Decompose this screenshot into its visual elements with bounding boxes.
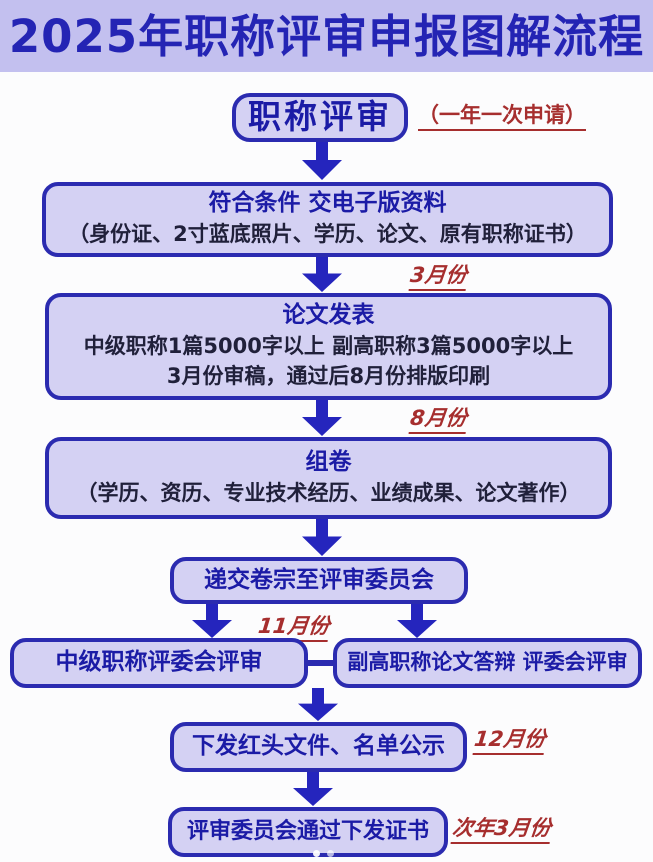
flow-node-submit-dossier-title: 递交卷宗至评审委员会	[204, 566, 434, 593]
annotation-march: 3月份	[408, 263, 469, 292]
flow-arrow-down-icon	[302, 519, 342, 556]
flow-arrow-down-icon	[293, 772, 333, 806]
flow-node-intermediate-review-title: 中级职称评委会评审	[55, 649, 263, 676]
flow-node-paper-publication-line1: 中级职称1篇5000字以上 副高职称3篇5000字以上	[83, 334, 574, 358]
flow-node-paper-publication-line2: 3月份审稿，通过后8月份排版印刷	[166, 364, 491, 389]
annotation-december: 12月份	[472, 727, 547, 756]
carousel-dot	[327, 850, 334, 857]
annotation-once-per-year: （一年一次申请）	[418, 103, 586, 132]
flow-node-certificate-title: 评审委员会通过下发证书	[186, 818, 429, 844]
flow-node-senior-review-title: 副高职称论文答辩 评委会评审	[347, 650, 628, 675]
carousel-dot	[313, 850, 320, 857]
flow-arrow-branch-left-icon	[192, 604, 232, 638]
flow-node-announcement-title: 下发红头文件、名单公示	[192, 733, 445, 760]
page-title: 2025年职称评审申报图解流程	[8, 9, 645, 63]
flow-node-dossier-assembly-title: 组卷	[305, 448, 352, 475]
flow-node-senior-review: 副高职称论文答辩 评委会评审	[333, 638, 642, 688]
flow-node-start: 职称评审	[232, 93, 408, 142]
flow-node-submit-dossier: 递交卷宗至评审委员会	[170, 557, 468, 604]
flow-node-paper-publication-title: 论文发表	[282, 302, 375, 329]
flow-node-submit-materials-detail: （身份证、2寸蓝底照片、学历、论文、原有职称证书）	[68, 222, 587, 247]
flow-arrow-down-icon	[298, 688, 338, 721]
flow-arrow-down-icon	[302, 400, 342, 436]
flow-arrow-down-icon	[302, 142, 342, 180]
flow-node-dossier-assembly: 组卷 （学历、资历、专业技术经历、业绩成果、论文著作）	[45, 437, 612, 519]
flow-node-dossier-assembly-detail: （学历、资历、专业技术经历、业绩成果、论文著作）	[76, 480, 581, 505]
annotation-august: 8月份	[408, 406, 469, 435]
flow-node-certificate: 评审委员会通过下发证书	[168, 807, 448, 857]
flow-node-submit-materials-title: 符合条件 交电子版资料	[208, 190, 447, 217]
flow-arrow-branch-right-icon	[397, 604, 437, 638]
annotation-next-year-march: 次年3月份	[450, 816, 553, 845]
flow-arrow-down-icon	[302, 257, 342, 292]
header-band: 2025年职称评审申报图解流程	[0, 0, 653, 72]
flow-node-start-label: 职称评审	[248, 97, 392, 137]
flow-node-intermediate-review: 中级职称评委会评审	[10, 638, 308, 688]
flow-node-announcement: 下发红头文件、名单公示	[170, 722, 467, 772]
flow-node-submit-materials: 符合条件 交电子版资料 （身份证、2寸蓝底照片、学历、论文、原有职称证书）	[42, 182, 613, 257]
flow-connector-line	[304, 660, 337, 666]
flow-node-paper-publication: 论文发表 中级职称1篇5000字以上 副高职称3篇5000字以上 3月份审稿，通…	[45, 293, 612, 400]
